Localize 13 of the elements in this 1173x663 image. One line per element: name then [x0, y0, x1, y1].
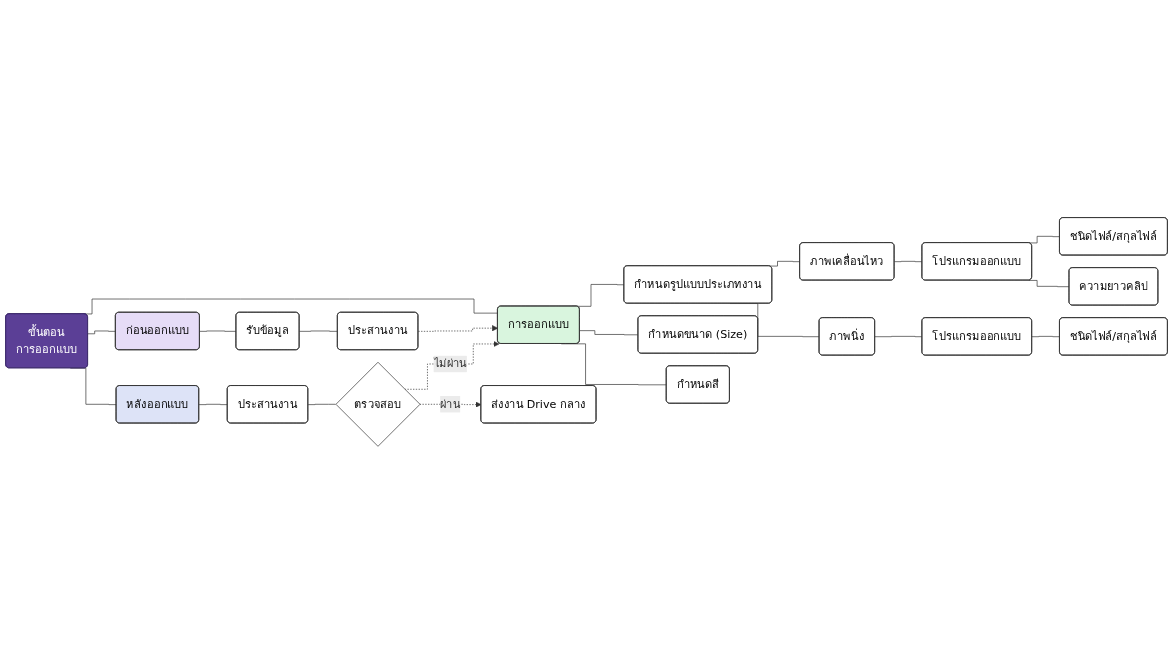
connector [1028, 279, 1070, 287]
connector [87, 330, 117, 334]
edge-label: ไม่ผ่าน [433, 356, 467, 370]
connector [198, 403, 228, 405]
node-diamond: ตรวจสอบ [335, 361, 421, 447]
connector [894, 260, 923, 262]
connector [874, 335, 923, 337]
connector [307, 403, 336, 405]
connector [579, 329, 639, 335]
connector [199, 330, 237, 332]
connector [1031, 335, 1061, 337]
edge-label: ผ่าน [440, 396, 461, 411]
connector [299, 330, 339, 332]
